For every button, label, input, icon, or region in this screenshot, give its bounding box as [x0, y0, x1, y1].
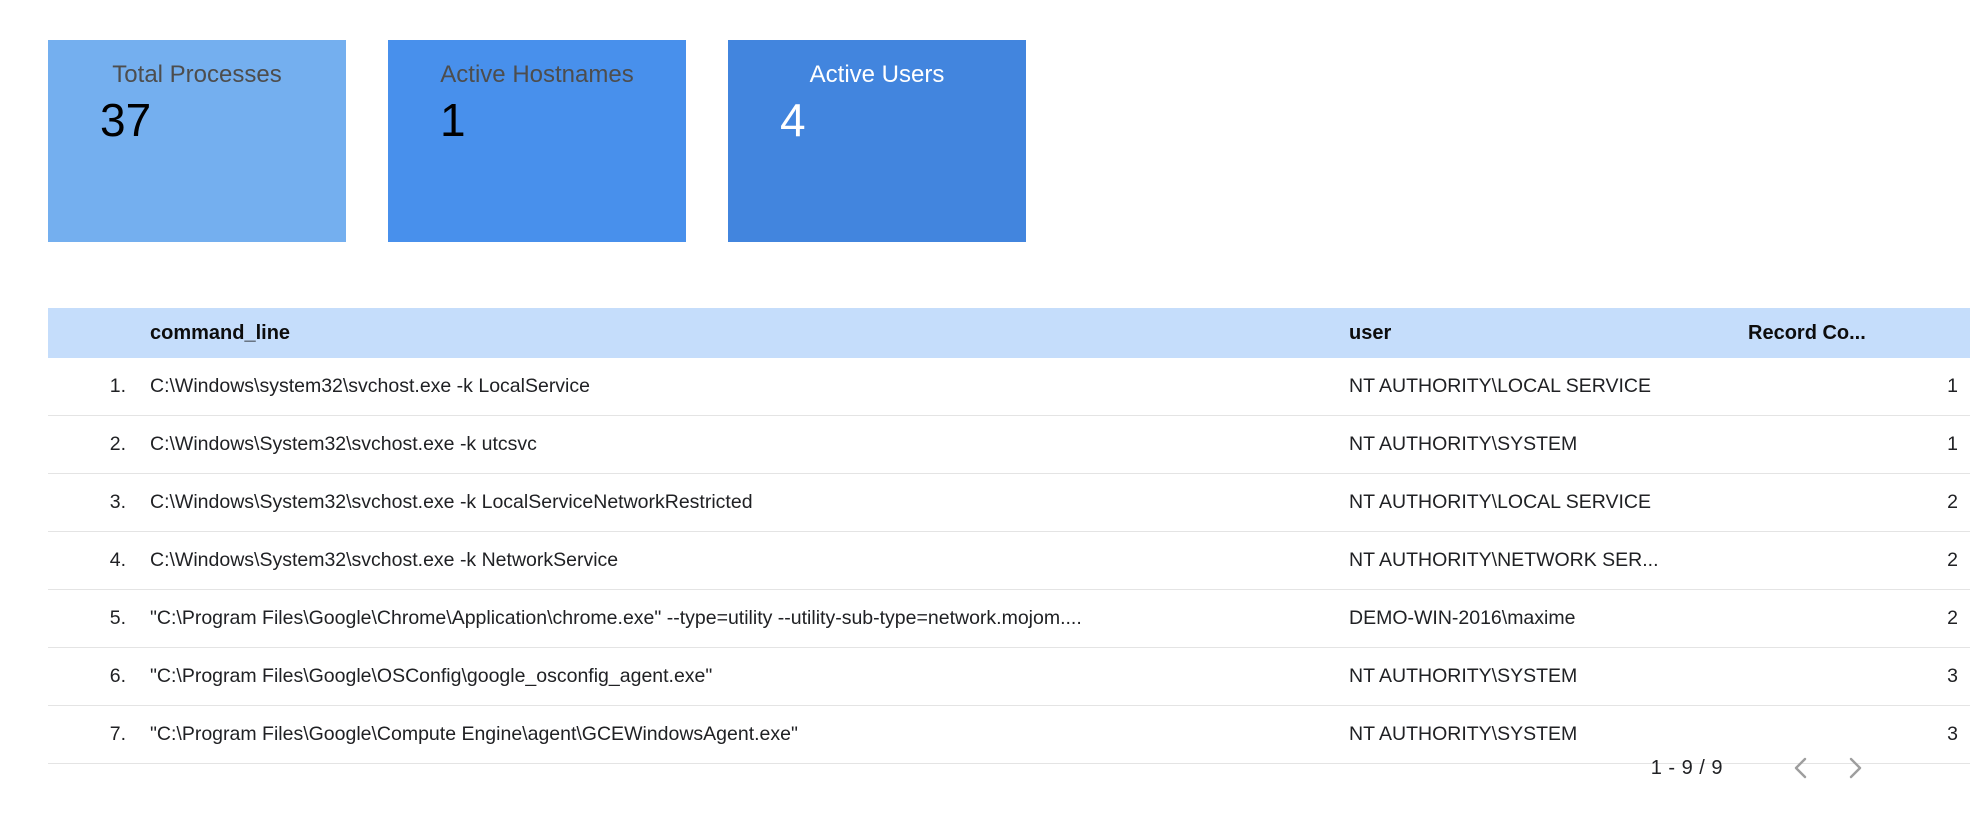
table-row[interactable]: 6."C:\Program Files\Google\OSConfig\goog… [48, 647, 1970, 706]
cell-command-line: "C:\Program Files\Google\Compute Engine\… [138, 705, 1337, 764]
table-row[interactable]: 3.C:\Windows\System32\svchost.exe -k Loc… [48, 473, 1970, 532]
cell-record-count: 1 [1736, 358, 1970, 416]
column-header-index [48, 308, 138, 358]
cell-command-line: C:\Windows\system32\svchost.exe -k Local… [138, 358, 1337, 416]
cell-user: NT AUTHORITY\SYSTEM [1337, 705, 1736, 764]
scorecard-label: Active Hostnames [440, 61, 634, 88]
cell-record-count: 1 [1736, 415, 1970, 474]
table-row[interactable]: 2.C:\Windows\System32\svchost.exe -k utc… [48, 415, 1970, 474]
table-row[interactable]: 7."C:\Program Files\Google\Compute Engin… [48, 705, 1970, 764]
cell-command-line: C:\Windows\System32\svchost.exe -k utcsv… [138, 415, 1337, 474]
column-header-user[interactable]: user [1337, 308, 1736, 358]
cell-user: NT AUTHORITY\LOCAL SERVICE [1337, 358, 1736, 416]
table-header: command_line user Record Co... [48, 308, 1970, 358]
scorecard-value: 37 [100, 94, 152, 146]
cell-user: NT AUTHORITY\LOCAL SERVICE [1337, 473, 1736, 532]
table-row[interactable]: 1.C:\Windows\system32\svchost.exe -k Loc… [48, 358, 1970, 416]
cell-record-count: 3 [1736, 705, 1970, 764]
pagination-range: 1 - 9 / 9 [1650, 756, 1723, 779]
scorecard-value: 1 [440, 94, 466, 146]
cell-record-count: 2 [1736, 589, 1970, 648]
column-header-record-count[interactable]: Record Co... [1736, 308, 1970, 358]
cell-index: 5. [48, 589, 138, 648]
cell-index: 2. [48, 415, 138, 474]
chevron-right-icon [1843, 753, 1867, 783]
table-row[interactable]: 4.C:\Windows\System32\svchost.exe -k Net… [48, 531, 1970, 590]
cell-record-count: 3 [1736, 647, 1970, 706]
cell-user: NT AUTHORITY\SYSTEM [1337, 415, 1736, 474]
table-body: 1.C:\Windows\system32\svchost.exe -k Loc… [48, 358, 1970, 764]
cell-record-count: 2 [1736, 531, 1970, 590]
scorecard-active-hostnames[interactable]: Active Hostnames 1 [388, 40, 686, 242]
scorecard-active-users[interactable]: Active Users 4 [728, 40, 1026, 242]
scorecard-total-processes[interactable]: Total Processes 37 [48, 40, 346, 242]
scorecard-row: Total Processes 37 Active Hostnames 1 Ac… [48, 40, 1026, 242]
cell-index: 7. [48, 705, 138, 764]
scorecard-label: Total Processes [112, 61, 282, 88]
cell-index: 1. [48, 358, 138, 416]
cell-command-line: "C:\Program Files\Google\Chrome\Applicat… [138, 589, 1337, 648]
scorecard-value: 4 [780, 94, 806, 146]
chevron-left-icon [1789, 753, 1813, 783]
cell-user: NT AUTHORITY\NETWORK SER... [1337, 531, 1736, 590]
table-header-row: command_line user Record Co... [48, 308, 1970, 358]
scorecard-label: Active Users [809, 61, 945, 88]
pagination-next-button[interactable] [1835, 748, 1875, 788]
process-table-container: command_line user Record Co... 1.C:\Wind… [48, 308, 1970, 764]
cell-record-count: 2 [1736, 473, 1970, 532]
cell-user: DEMO-WIN-2016\maxime [1337, 589, 1736, 648]
cell-index: 3. [48, 473, 138, 532]
cell-user: NT AUTHORITY\SYSTEM [1337, 647, 1736, 706]
cell-command-line: "C:\Program Files\Google\OSConfig\google… [138, 647, 1337, 706]
cell-command-line: C:\Windows\System32\svchost.exe -k Netwo… [138, 531, 1337, 590]
process-table: command_line user Record Co... 1.C:\Wind… [48, 308, 1970, 764]
pagination-prev-button[interactable] [1781, 748, 1821, 788]
pagination: 1 - 9 / 9 [48, 748, 1875, 788]
cell-index: 6. [48, 647, 138, 706]
cell-index: 4. [48, 531, 138, 590]
table-row[interactable]: 5."C:\Program Files\Google\Chrome\Applic… [48, 589, 1970, 648]
column-header-command-line[interactable]: command_line [138, 308, 1337, 358]
cell-command-line: C:\Windows\System32\svchost.exe -k Local… [138, 473, 1337, 532]
